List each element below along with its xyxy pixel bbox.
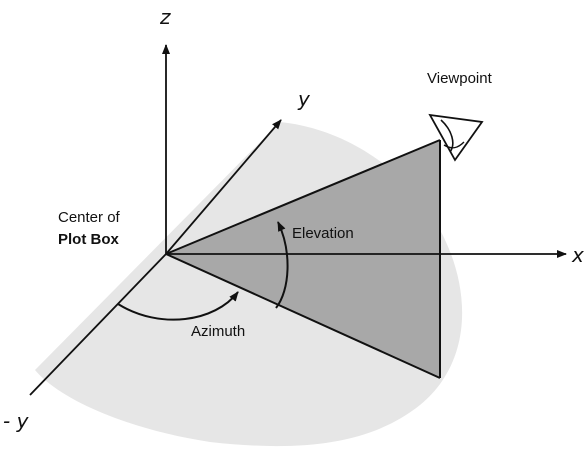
x-axis-label: x [571,243,584,267]
y-axis-label: y [297,87,311,111]
elevation-arc [275,221,289,309]
center-label-line1: Center of [58,209,121,226]
viewpoint-label: Viewpoint [427,70,493,87]
neg-y-axis-line [29,253,167,396]
projection-line [165,253,441,379]
line-of-sight [165,139,441,255]
y-axis-line [165,119,282,255]
azimuth-arc [117,291,239,321]
elevation-plane [166,140,440,378]
eye-icon [428,113,484,162]
neg-y-axis-label: - y [3,409,30,433]
z-axis-label: z [159,5,171,29]
center-label-line2: Plot Box [58,231,119,248]
azimuth-label: Azimuth [191,323,245,340]
elevation-label: Elevation [292,225,354,242]
